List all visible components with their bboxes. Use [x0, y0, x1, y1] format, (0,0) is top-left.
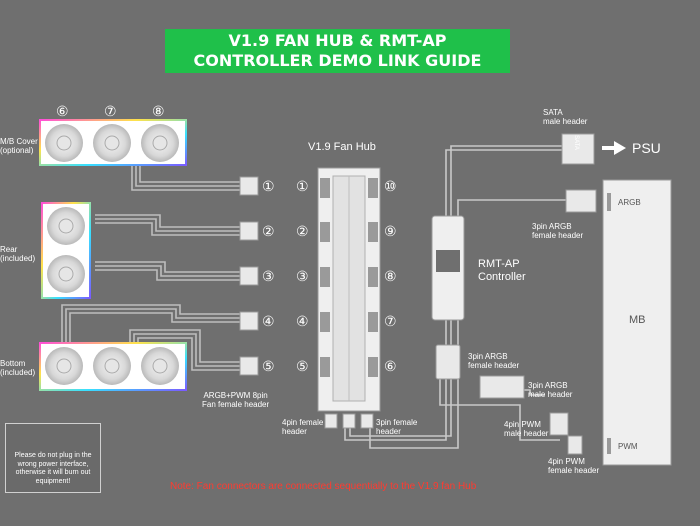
- sata-connector: [561, 133, 626, 165]
- fan-cables: [61, 149, 240, 371]
- hub-port-number-9: ⑨: [384, 223, 397, 239]
- connector-number-1: ①: [262, 178, 275, 194]
- motherboard: [602, 179, 672, 466]
- argb-male-connector: [479, 375, 525, 399]
- rear-fan-group: [41, 202, 91, 299]
- fan-number-6: ⑥: [56, 103, 69, 119]
- rmt-ap-controller: [431, 215, 465, 380]
- hub-port-number-2: ②: [296, 223, 309, 239]
- connector-number-3: ③: [262, 268, 275, 284]
- fan-connectors: [239, 176, 259, 376]
- title-line-1: V1.9 FAN HUB & RMT-AP: [228, 31, 447, 50]
- rear-label: Rear(included): [0, 245, 36, 263]
- sata-tag: SATA: [572, 135, 579, 150]
- mb-argb-label: ARGB: [618, 198, 641, 207]
- fan-number-8: ⑧: [152, 103, 165, 119]
- pwm-male-connector: [549, 412, 569, 436]
- note-text: Note: Fan connectors are connected seque…: [170, 481, 477, 492]
- fan-hub-title: V1.9 Fan Hub: [308, 141, 376, 153]
- hub-port-number-8: ⑧: [384, 268, 397, 284]
- connector-number-2: ②: [262, 223, 275, 239]
- hub-port-number-3: ③: [296, 268, 309, 284]
- argb-female-connector-top: [565, 189, 597, 213]
- mb-label: MB: [629, 314, 646, 326]
- fan-number-7: ⑦: [104, 103, 117, 119]
- hub-port-number-10: ⑩: [384, 178, 397, 194]
- mb-cover-label: M/B Cover(optional): [0, 137, 38, 155]
- hub-port-number-5: ⑤: [296, 358, 309, 374]
- psu-label: PSU: [632, 140, 661, 156]
- top-fan-group: [39, 119, 187, 166]
- mb-pwm-label: PWM: [618, 442, 638, 451]
- hub-port-number-7: ⑦: [384, 313, 397, 329]
- hub-port-number-6: ⑥: [384, 358, 397, 374]
- title-banner: V1.9 FAN HUB & RMT-AP CONTROLLER DEMO LI…: [165, 29, 510, 73]
- title-line-2: CONTROLLER DEMO LINK GUIDE: [193, 51, 482, 70]
- bottom-fan-group: [39, 342, 187, 391]
- pwm-female-connector: [567, 435, 583, 455]
- connector-number-5: ⑤: [262, 358, 275, 374]
- hub-port-number-4: ④: [296, 313, 309, 329]
- connector-number-4: ④: [262, 313, 275, 329]
- bottom-label: Bottom(included): [0, 359, 36, 377]
- fan-hub: [317, 167, 381, 429]
- hub-port-number-1: ①: [296, 178, 309, 194]
